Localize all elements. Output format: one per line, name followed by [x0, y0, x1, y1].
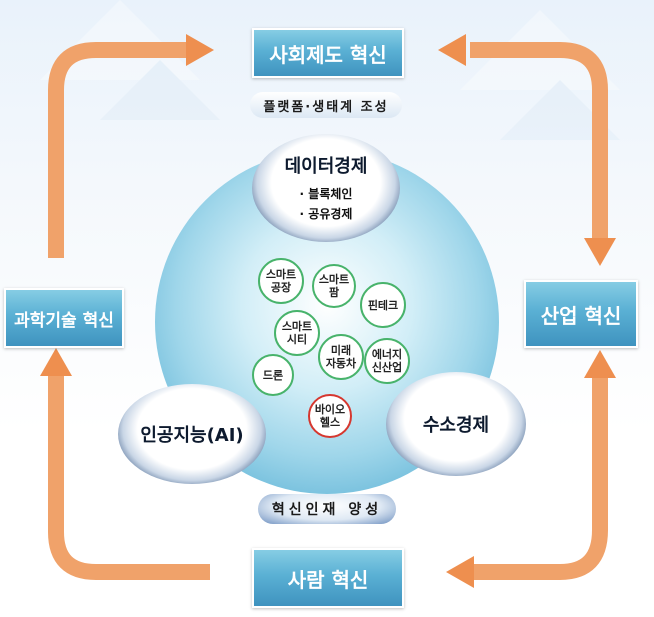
- arrow-top-to-right: [438, 34, 616, 266]
- bubble-smart-city-line1: 스마트: [281, 320, 313, 333]
- bubble-drone: 드론: [252, 354, 294, 396]
- bubble-future-car: 미래 자동차: [318, 334, 364, 380]
- left-box-science-innovation: 과학기술 혁신: [4, 288, 124, 348]
- top-box-label: 사회제도 혁신: [269, 42, 387, 67]
- bubble-smart-factory-line2: 공장: [270, 281, 292, 294]
- bubble-smart-farm-line1: 스마트: [318, 273, 350, 286]
- data-economy-item-sharing: · 공유경제: [299, 207, 353, 221]
- ai-label: 인공지능(AI): [140, 425, 244, 446]
- bubble-smart-city-line2: 시티: [286, 333, 308, 346]
- bubble-smart-farm: 스마트 팜: [312, 264, 356, 308]
- bubble-future-car-line2: 자동차: [325, 357, 357, 370]
- top-pill-platform: 플랫폼·생태계 조성: [250, 92, 402, 118]
- arrow-bottom-to-left: [40, 348, 210, 580]
- bottom-box-people-innovation: 사람 혁신: [252, 548, 404, 608]
- right-box-industry-innovation: 산업 혁신: [524, 280, 638, 348]
- bubble-smart-farm-line2: 팜: [328, 286, 340, 299]
- hydrogen-economy-ellipse: 수소경제: [386, 372, 526, 476]
- bottom-box-label: 사람 혁신: [287, 567, 369, 592]
- left-box-label: 과학기술 혁신: [14, 310, 114, 331]
- ai-ellipse: 인공지능(AI): [118, 384, 266, 484]
- bubble-drone-line1: 드론: [262, 368, 284, 382]
- bottom-pill-label: 혁신인재 양성: [271, 502, 383, 518]
- arrow-left-to-top: [48, 34, 214, 258]
- bubble-smart-city: 스마트 시티: [274, 310, 320, 356]
- hydrogen-label: 수소경제: [422, 415, 490, 436]
- bubble-bio-health: 바이오 헬스: [308, 394, 352, 438]
- bottom-pill-talent: 혁신인재 양성: [258, 494, 396, 524]
- bubble-smart-factory-line1: 스마트: [265, 268, 297, 281]
- data-economy-ellipse: 데이터경제 · 블록체인 · 공유경제: [252, 134, 400, 242]
- bubble-bio-health-line1: 바이오: [314, 403, 346, 416]
- right-box-label: 산업 혁신: [540, 303, 622, 328]
- bubble-bio-health-line2: 헬스: [319, 416, 341, 429]
- top-pill-label: 플랫폼·생태계 조성: [263, 99, 389, 115]
- bubble-fintech: 핀테크: [360, 282, 406, 328]
- bubble-energy-industry-line2: 신산업: [371, 361, 403, 374]
- bubble-smart-factory: 스마트 공장: [258, 258, 304, 304]
- data-economy-item-blockchain: · 블록체인: [299, 187, 353, 201]
- top-box-social-innovation: 사회제도 혁신: [252, 28, 404, 78]
- bubble-future-car-line1: 미래: [330, 344, 352, 357]
- bubble-fintech-line1: 핀테크: [367, 298, 399, 312]
- bubble-energy-industry: 에너지 신산업: [364, 338, 410, 384]
- bubble-energy-industry-line1: 에너지: [371, 348, 403, 361]
- arrow-right-to-bottom: [446, 350, 616, 588]
- data-economy-title: 데이터경제: [284, 156, 368, 177]
